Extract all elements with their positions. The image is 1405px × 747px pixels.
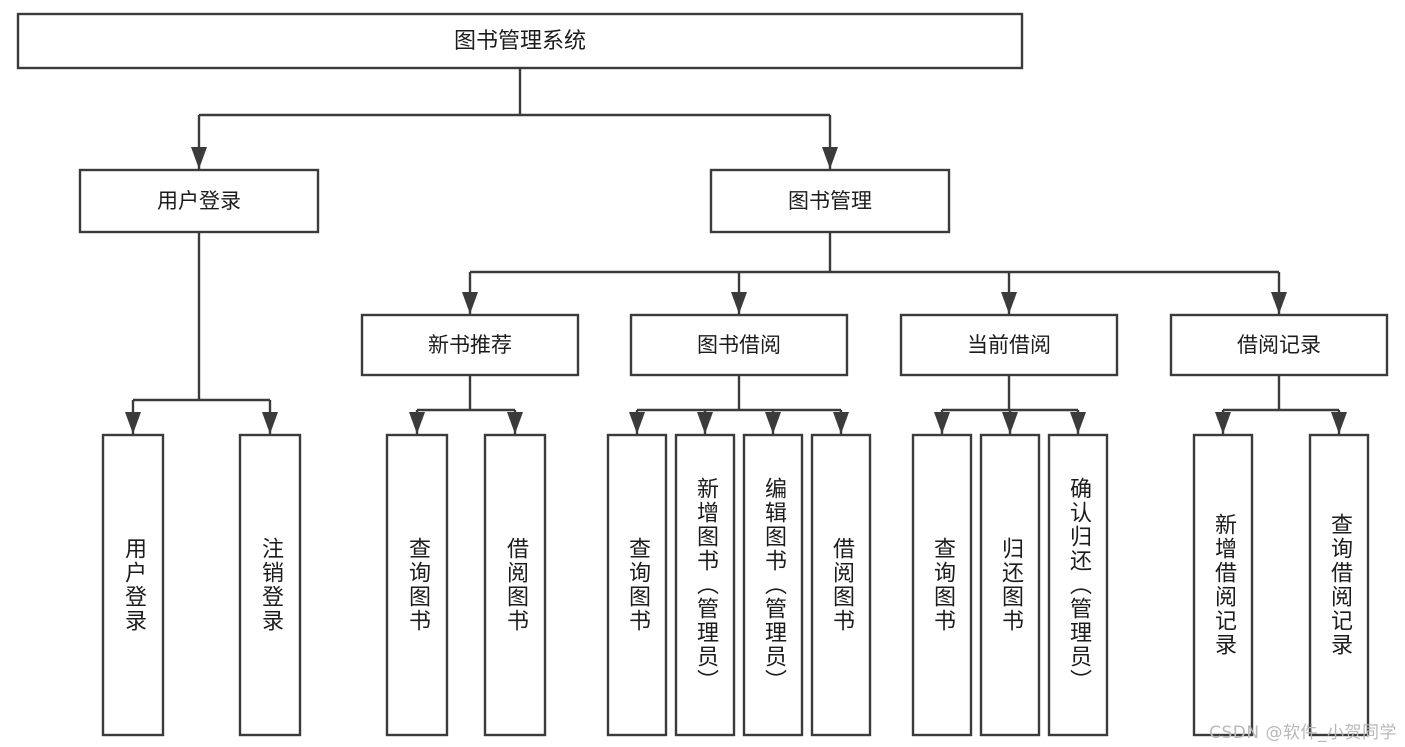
node-user-login-label: 用户登录 xyxy=(157,189,241,213)
watermark-text: CSDN @软件_小贺同学 xyxy=(1209,723,1397,743)
book-borrow-branch-arrow-2 xyxy=(765,412,781,434)
node-leaf-query-book-borrow[interactable] xyxy=(606,433,668,737)
node-leaf-return-book[interactable] xyxy=(979,433,1041,737)
new-book-recommend-branch-arrow-0 xyxy=(409,412,425,434)
node-leaf-borrow-book-borrow[interactable] xyxy=(810,433,872,737)
book-borrow-branch-arrow-0 xyxy=(629,412,645,434)
new-book-recommend-branch-arrow-1 xyxy=(507,412,523,434)
borrow-record-branch-arrow-1 xyxy=(1331,412,1347,434)
node-book-borrow[interactable] xyxy=(629,313,849,377)
node-new-book-recommend[interactable] xyxy=(360,313,580,377)
node-book-borrow-label: 图书借阅 xyxy=(697,333,781,357)
node-root-label: 图书管理系统 xyxy=(454,29,586,54)
bookmanage-branch-arrow-0 xyxy=(462,292,478,314)
node-box-group xyxy=(16,12,1389,737)
node-leaf-add-book-admin[interactable] xyxy=(674,433,736,737)
node-leaf-add-borrow-record[interactable] xyxy=(1192,433,1254,737)
node-current-borrow-label: 当前借阅 xyxy=(967,333,1051,357)
node-leaf-confirm-return-admin[interactable] xyxy=(1047,433,1109,737)
user-login-branch-arrow-0 xyxy=(125,412,141,434)
node-new-book-recommend-label: 新书推荐 xyxy=(428,333,512,357)
user-login-branch-arrow-1 xyxy=(262,412,278,434)
current-borrow-branch-arrow-1 xyxy=(1002,412,1018,434)
node-leaf-borrow-book-rec[interactable] xyxy=(483,433,547,737)
node-leaf-user-logout[interactable] xyxy=(238,433,302,737)
current-borrow-branch-arrow-0 xyxy=(934,412,950,434)
node-leaf-edit-book-admin[interactable] xyxy=(742,433,804,737)
node-book-manage-label: 图书管理 xyxy=(788,189,872,213)
node-current-borrow[interactable] xyxy=(899,313,1119,377)
node-leaf-query-book-rec[interactable] xyxy=(385,433,449,737)
current-borrow-branch-arrow-2 xyxy=(1070,412,1086,434)
bookmanage-branch-arrow-3 xyxy=(1271,292,1287,314)
borrow-record-branch-arrow-0 xyxy=(1215,412,1231,434)
node-leaf-user-login[interactable] xyxy=(101,433,165,737)
node-borrow-record-label: 借阅记录 xyxy=(1237,333,1321,357)
root-branch-arrow-1 xyxy=(822,147,838,169)
book-borrow-branch-arrow-1 xyxy=(697,412,713,434)
bookmanage-branch-arrow-2 xyxy=(1001,292,1017,314)
connector-group xyxy=(125,68,1347,434)
node-leaf-query-borrow-record[interactable] xyxy=(1308,433,1370,737)
bookmanage-branch-arrow-1 xyxy=(731,292,747,314)
node-book-manage[interactable] xyxy=(709,168,951,234)
node-user-login[interactable] xyxy=(78,168,320,234)
book-borrow-branch-arrow-3 xyxy=(833,412,849,434)
node-borrow-record[interactable] xyxy=(1169,313,1389,377)
root-branch-arrow-0 xyxy=(191,147,207,169)
node-root[interactable] xyxy=(16,12,1024,70)
node-leaf-query-book-current[interactable] xyxy=(911,433,973,737)
